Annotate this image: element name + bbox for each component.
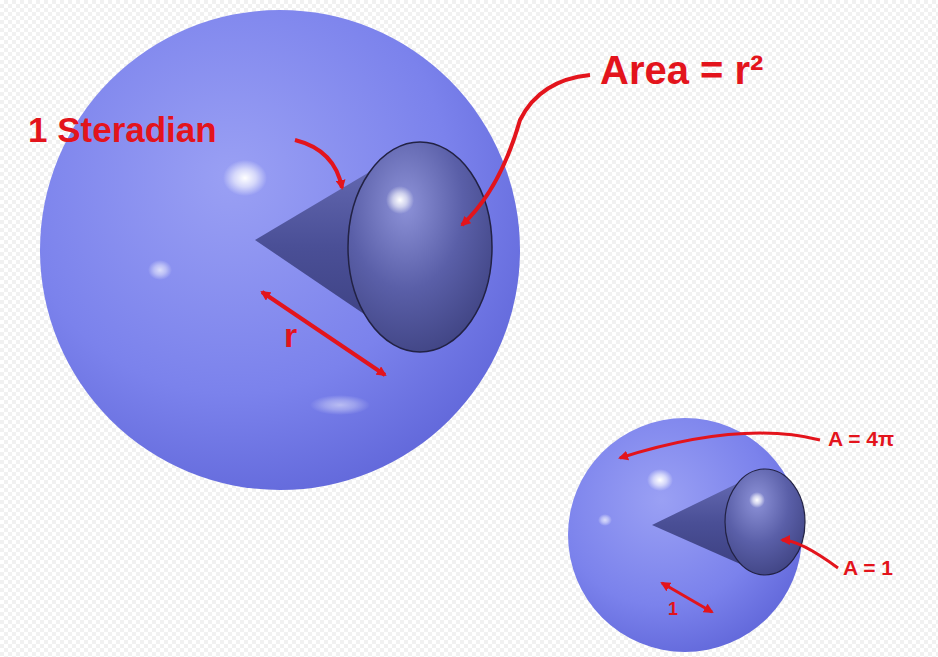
pointer-arrows: [262, 75, 838, 612]
radius-label: 1: [668, 600, 678, 618]
area-label: A = 1: [843, 557, 893, 578]
spherical-cap: [725, 469, 805, 575]
spherical-cap: [348, 142, 492, 352]
radius-label: r: [284, 318, 297, 352]
large-sphere: [40, 10, 520, 490]
area-label: A = 4π: [828, 428, 894, 449]
angle-label: 1 Steradian: [28, 112, 217, 147]
area-label: Area = r²: [600, 50, 763, 90]
